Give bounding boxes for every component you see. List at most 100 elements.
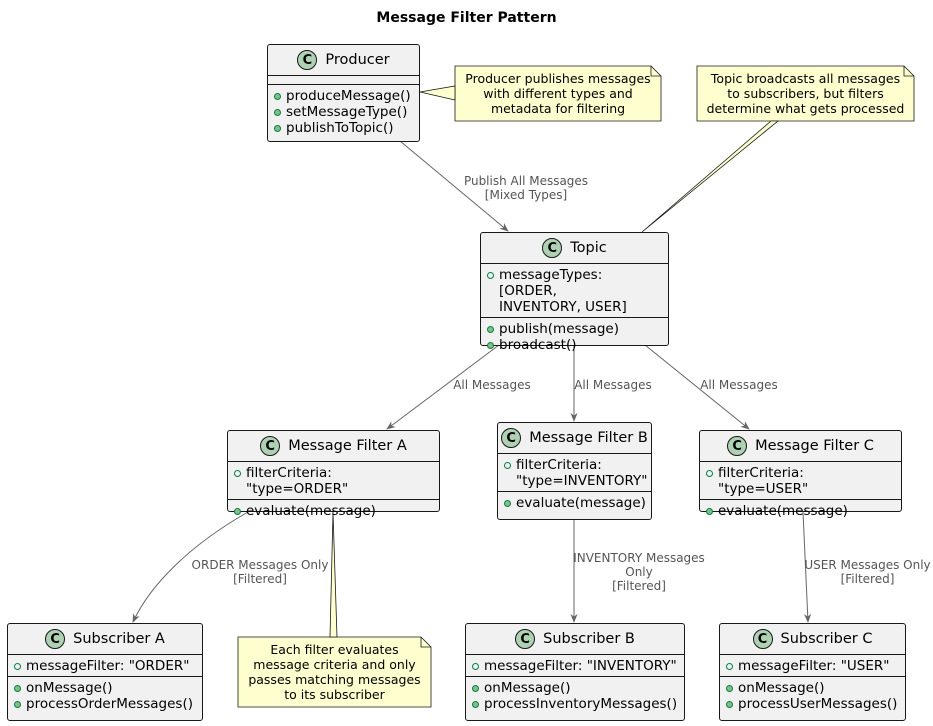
class-name: Subscriber A (73, 631, 165, 647)
field-row: messageTypes: [ORDER, INVENTORY, USER] (487, 267, 662, 315)
methods-section: onMessage() processUserMessages() (720, 676, 905, 714)
public-method-icon (726, 701, 733, 708)
class-name: Message Filter B (529, 430, 648, 446)
method-row: onMessage() (14, 680, 196, 696)
edge-filter-c-subscriber-c (802, 511, 812, 623)
class-name: Subscriber C (780, 631, 873, 647)
method-row: processOrderMessages() (14, 696, 196, 712)
edge-label-topic-filter-a: All Messages (453, 378, 531, 392)
edge-topic-filter-a (386, 344, 500, 430)
fields-section: messageFilter: "INVENTORY" (466, 654, 684, 676)
method-row: evaluate(message) (706, 503, 895, 519)
fields-section: filterCriteria: "type=USER" (700, 461, 901, 499)
filter-note-shape (237, 636, 432, 708)
fields-section (268, 75, 419, 84)
method-row: processUserMessages() (726, 696, 899, 712)
class-icon: C (752, 629, 773, 649)
methods-section: publish(message) broadcast() (481, 317, 668, 355)
method-row: onMessage() (726, 680, 899, 696)
fields-section: filterCriteria: "type=INVENTORY" (498, 453, 651, 491)
producer-note-shape (454, 65, 662, 122)
public-field-icon (234, 470, 241, 477)
method-row: publish(message) (487, 321, 662, 337)
class-icon: C (727, 436, 748, 456)
method-row: processInventoryMessages() (472, 696, 678, 712)
producer-class[interactable]: C Producer produceMessage() setMessageTyp… (267, 44, 420, 142)
topic-class[interactable]: C Topic messageTypes: [ORDER, INVENTORY, … (480, 232, 669, 353)
class-icon: C (542, 238, 563, 258)
message-filter-a-class[interactable]: C Message Filter A filterCriteria: "type=… (227, 430, 440, 519)
class-icon: C (260, 436, 281, 456)
class-name: Message Filter A (288, 438, 407, 454)
field-row: filterCriteria: "type=USER" (706, 465, 895, 497)
public-method-icon (234, 508, 241, 515)
fields-section: messageTypes: [ORDER, INVENTORY, USER] (481, 263, 668, 317)
class-name: Topic (570, 240, 607, 256)
edge-label-filter-a-subscriber-a: ORDER Messages Only [Filtered] (191, 558, 329, 586)
methods-section: evaluate(message) (498, 491, 651, 513)
method-row: broadcast() (487, 337, 662, 353)
edge-label-topic-filter-b: All Messages (574, 378, 652, 392)
methods-section: onMessage() processOrderMessages() (8, 676, 202, 714)
public-method-icon (274, 125, 281, 132)
public-method-icon (14, 685, 21, 692)
field-row: filterCriteria: "type=INVENTORY" (504, 457, 647, 489)
fields-section: messageFilter: "USER" (720, 654, 905, 676)
topic-note-shape (696, 65, 915, 122)
method-row: produceMessage() (274, 88, 413, 104)
subscriber-a-class[interactable]: C Subscriber A messageFilter: "ORDER" onM… (7, 623, 203, 721)
subscriber-c-class[interactable]: C Subscriber C messageFilter: "USER" onMe… (719, 623, 906, 721)
field-row: filterCriteria: "type=ORDER" (234, 465, 433, 497)
edge-label-filter-b-subscriber-b: INVENTORY Messages Only [Filtered] (573, 551, 705, 593)
edge-topic-filter-c (644, 344, 750, 430)
class-icon: C (297, 50, 318, 70)
edge-producer-topic (399, 140, 509, 232)
class-name: Producer (325, 52, 390, 68)
diagram-title: Message Filter Pattern (376, 10, 557, 26)
subscriber-b-class[interactable]: C Subscriber B messageFilter: "INVENTORY"… (465, 623, 685, 721)
public-method-icon (726, 685, 733, 692)
public-method-icon (14, 701, 21, 708)
public-method-icon (487, 326, 494, 333)
methods-section: onMessage() processInventoryMessages() (466, 676, 684, 714)
message-filter-c-class[interactable]: C Message Filter C filterCriteria: "type=… (699, 430, 902, 519)
methods-section: produceMessage() setMessageType() publis… (268, 84, 419, 138)
class-icon: C (515, 629, 536, 649)
class-name: Message Filter C (755, 438, 874, 454)
class-name: Subscriber B (543, 631, 635, 647)
public-method-icon (706, 508, 713, 515)
method-row: evaluate(message) (504, 495, 646, 511)
public-field-icon (14, 663, 21, 670)
edge-label-producer-topic: Publish All Messages [Mixed Types] (463, 174, 589, 202)
public-method-icon (274, 93, 281, 100)
method-row: setMessageType() (274, 104, 413, 120)
method-row: evaluate(message) (234, 503, 433, 519)
filter-note: Each filter evaluates message criteria a… (248, 642, 421, 702)
method-row: publishToTopic() (274, 120, 413, 136)
topic-note-connector (641, 120, 780, 233)
public-field-icon (726, 663, 733, 670)
public-method-icon (274, 109, 281, 116)
topic-note: Topic broadcasts all messages to subscri… (706, 71, 905, 116)
edge-label-topic-filter-c: All Messages (700, 378, 778, 392)
method-row: onMessage() (472, 680, 678, 696)
public-field-icon (504, 462, 511, 469)
fields-section: messageFilter: "ORDER" (8, 654, 202, 676)
public-method-icon (487, 342, 494, 349)
edge-filter-a-subscriber-a (132, 511, 249, 623)
class-icon: C (45, 629, 66, 649)
producer-note-connector (419, 85, 456, 101)
field-row: messageFilter: "ORDER" (14, 658, 196, 674)
public-method-icon (472, 701, 479, 708)
public-field-icon (706, 470, 713, 477)
field-row: messageFilter: "INVENTORY" (472, 658, 678, 674)
public-method-icon (472, 685, 479, 692)
edge-label-filter-c-subscriber-c: USER Messages Only [Filtered] (804, 558, 931, 586)
fields-section: filterCriteria: "type=ORDER" (228, 461, 439, 499)
producer-note: Producer publishes messages with differe… (465, 71, 651, 116)
public-method-icon (504, 500, 511, 507)
methods-section: evaluate(message) (700, 499, 901, 521)
public-field-icon (472, 663, 479, 670)
